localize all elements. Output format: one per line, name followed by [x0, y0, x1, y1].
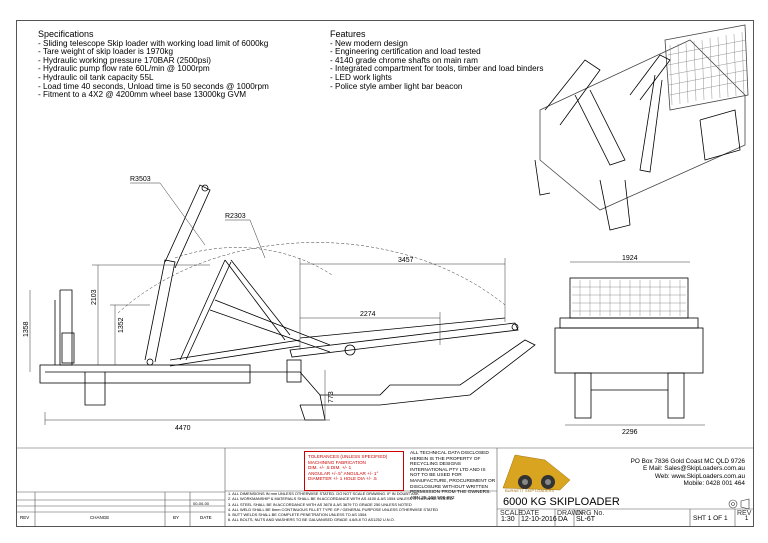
- tolerances-box: TOLERANCES (UNLESS SPECIFIED) MACHINING …: [304, 451, 404, 491]
- dim-2296-label: 2296: [622, 429, 638, 436]
- general-notes: 1. ALL DIMENSIONS IN mm UNLESS OTHERWISE…: [228, 491, 496, 523]
- dim-2274-label: 2274: [360, 311, 376, 318]
- revision-entry-date: 00-00-00: [193, 501, 210, 506]
- dim-773-label: 773: [328, 391, 335, 403]
- note-item: 6. ALL BOLTS, NUTS AND WASHERS TO BE GAL…: [228, 517, 395, 523]
- scale-value: 1:30: [501, 516, 515, 523]
- side-view: [39, 184, 536, 421]
- note-item: 5. BUTT WELDS SHALL BE COMPLETE PENETRAT…: [228, 512, 367, 518]
- feature-item: - New modern design: [330, 38, 408, 48]
- company-address: PO Box 7836 Gold Coast MC QLD 9726: [630, 458, 745, 465]
- revision-rev-header: REV: [20, 515, 30, 520]
- dim-1358-label: 1358: [23, 321, 30, 337]
- spec-item: - Sliding telescope Skip loader with wor…: [38, 38, 269, 48]
- feature-item: - 4140 grade chrome shafts on main ram: [330, 55, 478, 65]
- company-web: Web: www.SkipLoaders.com.au: [654, 472, 745, 480]
- ownership-disclaimer: ALL TECHNICAL DATA DISCLOSED HEREIN IS T…: [410, 451, 496, 501]
- rear-view: [554, 261, 705, 426]
- drg-label: DRG No.: [576, 510, 605, 517]
- dim-3457-label: 3457: [398, 257, 414, 264]
- feature-item: - Police style amber light bar beacon: [330, 81, 463, 91]
- note-item: 1. ALL DIMENSIONS IN mm UNLESS OTHERWISE…: [228, 491, 419, 496]
- radius-2303-label: R2303: [225, 213, 246, 220]
- drawn-label: DRAWN: [557, 510, 584, 517]
- spec-item: - Hydraulic pump flow rate 60L/min @ 100…: [38, 64, 210, 74]
- drawing-title: 6000 KG SKIPLOADER: [503, 496, 620, 508]
- revision-by-header: BY: [173, 515, 180, 520]
- dim-4470-label: 4470: [175, 425, 191, 432]
- drawn-value: DA: [558, 516, 568, 523]
- features-block: Features - New modern design - Engineeri…: [330, 30, 543, 91]
- dim-2103-label: 2103: [91, 289, 98, 305]
- specifications-heading: Specifications: [38, 29, 94, 39]
- revision-change-header: CHANGE: [90, 515, 110, 520]
- logo-brand-text: BURNETT SKIP LOADERS: [505, 488, 555, 493]
- sheet-number: SHT 1 OF 1: [693, 515, 728, 522]
- drg-value: SL-6T: [576, 516, 596, 523]
- drawing-sheet-border: [16, 20, 754, 527]
- third-angle-projection-icon: [728, 498, 750, 510]
- feature-item: - LED work lights: [330, 72, 392, 82]
- title-block-grid: [17, 447, 753, 526]
- scale-label: SCALE: [500, 510, 523, 517]
- date-label: DATE: [521, 510, 540, 517]
- note-item: 2. ALL WORKMANSHIP & MATERIALS SHALL BE …: [228, 496, 453, 502]
- isometric-view: [534, 24, 749, 231]
- tolerances-line: ANGULAR +/-.5° ANGULAR +/- 1°: [308, 470, 379, 476]
- note-item: 3. ALL STEEL SHALL BE IN ACCORDANCE WITH…: [228, 501, 412, 507]
- spec-item: - Hydraulic working pressure 170BAR (250…: [38, 55, 211, 65]
- company-mobile: Mobile: 0428 001 464: [683, 480, 745, 488]
- tolerances-line: DIM. +/- .5 DIM. +/- 1: [308, 465, 352, 471]
- company-email: E Mail: Sales@SkipLoaders.com.au: [642, 465, 745, 473]
- tolerances-line: MACHINING FABRICATION: [308, 459, 366, 465]
- feature-item: - Integrated compartment for tools, timb…: [330, 64, 544, 74]
- dim-1352-label: 1352: [118, 317, 125, 333]
- spec-item: - Load time 40 seconds, Unload time is 5…: [38, 81, 269, 91]
- date-value: 12-10-2016: [521, 516, 557, 523]
- feature-item: - Engineering certification and load tes…: [330, 47, 481, 57]
- tolerances-heading: TOLERANCES (UNLESS SPECIFIED): [308, 454, 388, 459]
- rev-value: 1: [745, 516, 749, 522]
- tolerances-line: DIAMETER +/- 1 HOLE DIA +/- .5: [308, 476, 377, 482]
- features-heading: Features: [330, 29, 366, 39]
- spec-item: - Tare weight of skip loader is 1970kg: [38, 47, 174, 57]
- radius-3503-label: R3503: [130, 176, 151, 183]
- spec-item: - Fitment to a 4X2 @ 4200mm wheel base 1…: [38, 90, 247, 100]
- company-contact: PO Box 7836 Gold Coast MC QLD 9726 E Mai…: [575, 458, 745, 488]
- note-item: 4. ALL WELD SHALL BE 6mm CONTINUOUS FILL…: [228, 506, 439, 512]
- specifications-block: Specifications - Sliding telescope Skip …: [38, 30, 269, 100]
- company-logo: [502, 454, 571, 491]
- spec-item: - Hydraulic oil tank capacity 55L: [38, 72, 154, 82]
- dim-1924-label: 1924: [622, 255, 638, 262]
- revision-date-header: DATE: [200, 515, 212, 520]
- rev-label: REV: [737, 510, 752, 517]
